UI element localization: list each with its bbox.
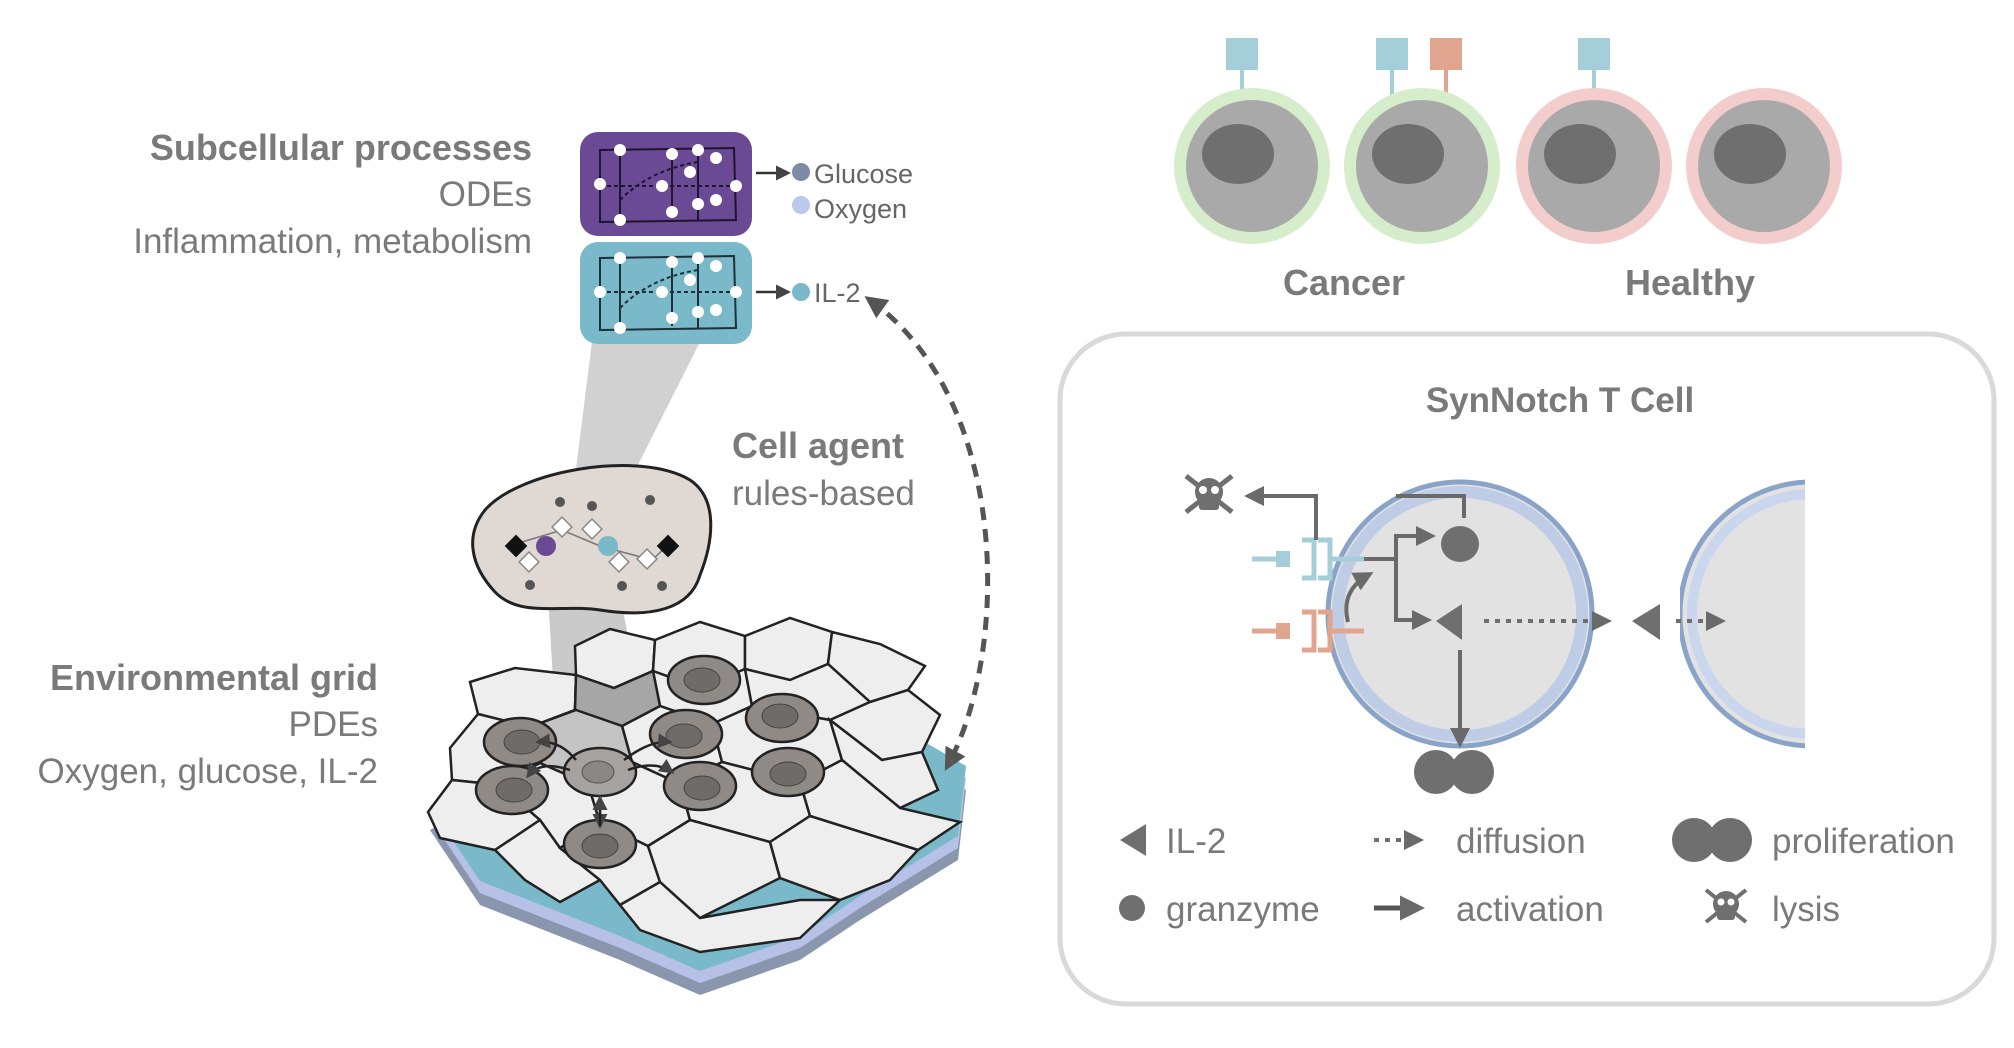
triangle-icon <box>1120 824 1146 856</box>
healthy-cell-2 <box>1686 88 1842 244</box>
healthy-cell-1 <box>1516 88 1672 244</box>
legend-label-diffusion: diffusion <box>1456 822 1586 861</box>
legend-item-granzyme: granzyme <box>1119 890 1320 929</box>
il2-dot-icon <box>792 283 810 301</box>
network-outputs: Glucose Oxygen IL-2 <box>756 159 913 308</box>
teal-network-box <box>580 242 752 344</box>
cell-agent-method: rules-based <box>732 474 915 513</box>
glucose-dot-icon <box>792 163 810 181</box>
il2-triangle-icon-outside <box>1632 604 1660 640</box>
legend-label-activation: activation <box>1456 890 1604 929</box>
cancer-label: Cancer <box>1283 262 1405 303</box>
subcellular-title: Subcellular processes <box>150 127 532 168</box>
legend-item-diffusion: diffusion <box>1374 822 1586 861</box>
legend-item-proliferation: proliferation <box>1672 818 1955 862</box>
cell-agent-label-group: Cell agent rules-based <box>732 425 915 513</box>
granzyme-legend-icon <box>1119 895 1145 921</box>
subcellular-method: ODEs <box>439 175 532 214</box>
legend-label-il2: IL-2 <box>1166 822 1226 861</box>
legend-item-activation: activation <box>1374 890 1604 929</box>
il2-output-label: IL-2 <box>814 278 861 308</box>
legend-label-proliferation: proliferation <box>1772 822 1955 861</box>
proliferation-legend-icon <box>1672 818 1752 862</box>
legend-item-lysis: lysis <box>1704 888 1840 929</box>
subcellular-label-group: Subcellular processes ODEs Inflammation,… <box>133 127 532 261</box>
purple-network-box <box>580 132 752 236</box>
skull-icon <box>1184 474 1234 514</box>
cancer-cell-2 <box>1344 88 1500 244</box>
proliferation-icon <box>1414 750 1494 794</box>
synnotch-receptor-orange <box>1252 609 1364 653</box>
glucose-label: Glucose <box>814 159 913 189</box>
cell-agent-title: Cell agent <box>732 425 904 466</box>
legend: IL-2 diffusion proliferation granzyme ac… <box>1119 818 1955 929</box>
environment-title: Environmental grid <box>50 657 378 698</box>
environment-examples: Oxygen, glucose, IL-2 <box>38 752 378 791</box>
synnotch-panel: SynNotch T Cell <box>1057 331 1997 1007</box>
environment-label-group: Environmental grid PDEs Oxygen, glucose,… <box>38 657 378 791</box>
target-cells: Cancer Healthy <box>1174 38 1842 303</box>
legend-label-granzyme: granzyme <box>1166 890 1320 929</box>
legend-item-il2: IL-2 <box>1120 822 1226 861</box>
synnotch-title: SynNotch T Cell <box>1426 381 1694 420</box>
environmental-grid <box>426 616 966 995</box>
grid-cells <box>474 654 826 870</box>
dashed-feedback-arrow <box>864 296 991 771</box>
environment-method: PDEs <box>289 705 378 744</box>
il2-triangle-icon <box>1436 604 1462 640</box>
neighbor-tcell <box>1680 479 1805 749</box>
legend-label-lysis: lysis <box>1772 890 1840 929</box>
granzyme-icon <box>1441 526 1479 562</box>
cell-agent-blob <box>471 464 713 615</box>
cancer-cell-1 <box>1174 88 1330 244</box>
synnotch-receptor-blue <box>1252 537 1364 581</box>
oxygen-dot-icon <box>792 196 810 214</box>
skull-legend-icon <box>1704 888 1748 924</box>
oxygen-label: Oxygen <box>814 194 907 224</box>
healthy-label: Healthy <box>1625 262 1755 303</box>
subcellular-examples: Inflammation, metabolism <box>133 222 532 261</box>
